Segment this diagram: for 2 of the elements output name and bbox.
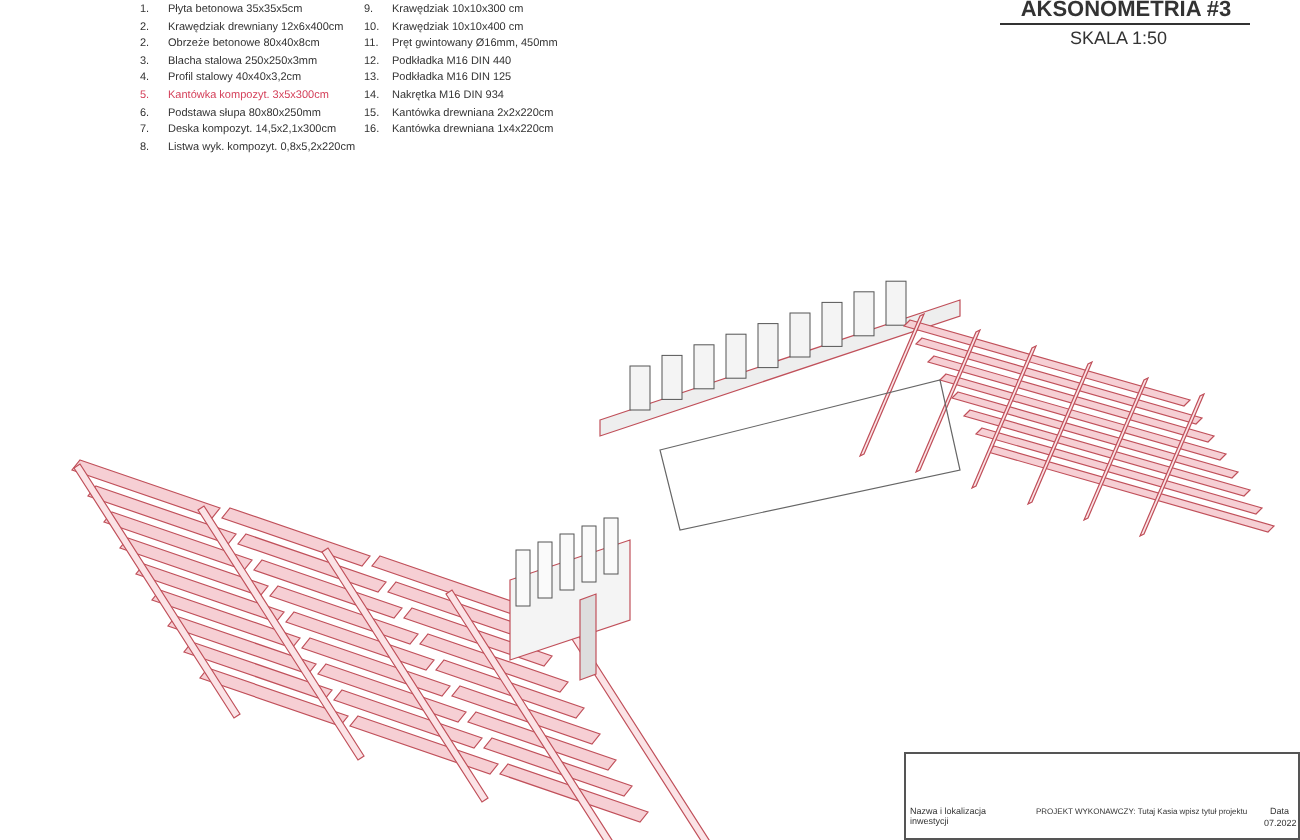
drawing-title: AKSONOMETRIA #3 xyxy=(1018,0,1234,22)
scale-label: SKALA 1:50 xyxy=(1070,28,1168,50)
